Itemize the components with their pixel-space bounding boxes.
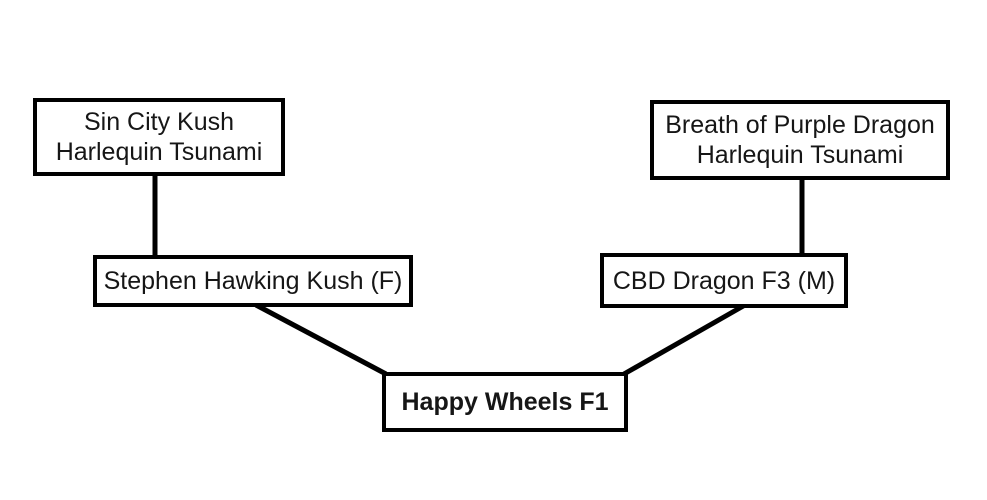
node-grandparent-left-line2: Harlequin Tsunami xyxy=(55,138,263,166)
connector-parent-right-diagonal xyxy=(622,302,747,377)
node-parent-right: CBD Dragon F3 (M) xyxy=(600,253,848,308)
node-grandparent-left-line1: Sin City Kush xyxy=(83,108,235,136)
node-child-label: Happy Wheels F1 xyxy=(401,388,609,416)
node-parent-right-label: CBD Dragon F3 (M) xyxy=(612,266,836,295)
node-grandparent-right-line1: Breath of Purple Dragon xyxy=(665,111,935,139)
node-child: Happy Wheels F1 xyxy=(382,372,628,432)
node-grandparent-right-line2: Harlequin Tsunami xyxy=(696,141,904,169)
node-parent-left-label: Stephen Hawking Kush (F) xyxy=(103,267,403,295)
node-grandparent-left: Sin City Kush Harlequin Tsunami xyxy=(33,98,285,176)
node-grandparent-right: Breath of Purple Dragon Harlequin Tsunam… xyxy=(650,100,950,180)
node-parent-left: Stephen Hawking Kush (F) xyxy=(93,255,413,307)
connector-parent-left-diagonal xyxy=(254,302,388,377)
